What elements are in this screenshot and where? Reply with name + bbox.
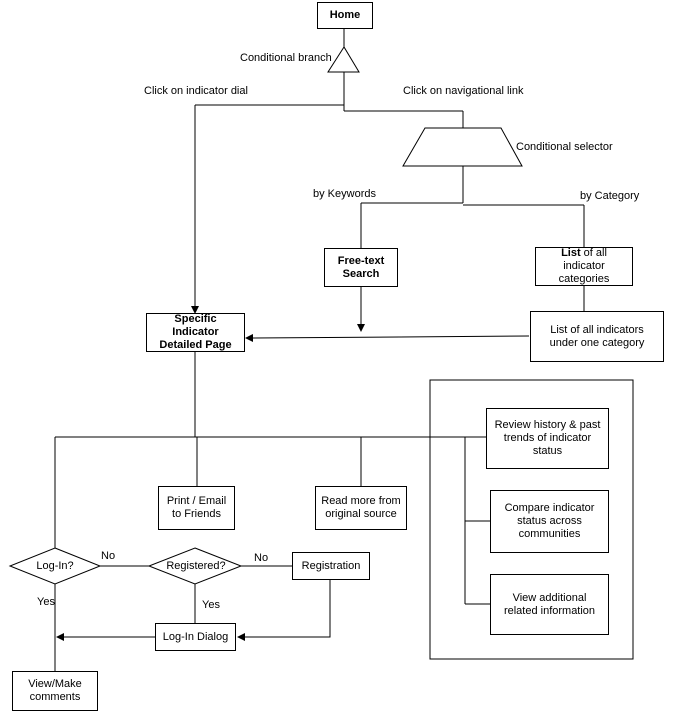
indicators-under-category-label: List of all indicators under one categor… [549, 323, 645, 349]
login-yes-label: Yes [37, 596, 55, 608]
compare-status-node[interactable]: Compare indicator status across communit… [490, 490, 609, 553]
category-list-label: List of all indicator categories [540, 247, 628, 286]
registered-decision-label: Registered? [166, 560, 226, 572]
registration-node[interactable]: Registration [292, 552, 370, 580]
click-navigational-link-label: Click on navigational link [403, 85, 524, 97]
view-additional-label: View additional related information [503, 591, 596, 617]
conditional-branch-label: Conditional branch [240, 52, 332, 64]
read-more-label: Read more from original source [321, 495, 401, 520]
free-text-search-node[interactable]: Free-text Search [324, 248, 398, 287]
print-email-node[interactable]: Print / Email to Friends [158, 486, 235, 530]
conditional-selector-label: Conditional selector [516, 141, 613, 153]
category-list-rest: of all indicator categories [558, 247, 610, 285]
login-dialog-node[interactable]: Log-In Dialog [155, 623, 236, 651]
view-make-comments-node[interactable]: View/Make comments [12, 671, 98, 711]
review-history-label: Review history & past trends of indicato… [494, 419, 601, 457]
read-more-node[interactable]: Read more from original source [315, 486, 407, 530]
conditional-branch-triangle [327, 46, 360, 73]
login-dialog-label: Log-In Dialog [162, 630, 229, 643]
print-email-label: Print / Email to Friends [166, 495, 227, 520]
connector-registration-to-dialog [237, 580, 331, 641]
related-actions-group [429, 379, 634, 660]
compare-status-label: Compare indicator status across communit… [504, 502, 595, 540]
indicators-under-category-node[interactable]: List of all indicators under one categor… [530, 311, 664, 362]
view-make-comments-label: View/Make comments [28, 678, 82, 703]
home-node[interactable]: Home [317, 2, 373, 29]
category-list-node[interactable]: List of all indicator categories [535, 247, 633, 286]
by-keywords-label: by Keywords [313, 188, 376, 200]
registered-no-label: No [254, 552, 269, 564]
specific-indicator-label: Specific Indicator Detailed Page [159, 313, 232, 351]
category-list-strong: List [561, 247, 581, 259]
login-no-label: No [101, 550, 116, 562]
view-additional-node[interactable]: View additional related information [490, 574, 609, 635]
home-label: Home [329, 9, 361, 21]
registration-label: Registration [301, 559, 361, 572]
conditional-selector-trapezoid [402, 127, 523, 167]
specific-indicator-node[interactable]: Specific Indicator Detailed Page [146, 313, 245, 352]
click-indicator-dial-label: Click on indicator dial [144, 85, 248, 97]
registered-yes-label: Yes [202, 599, 220, 611]
free-text-search-label: Free-text Search [337, 254, 385, 280]
by-category-label: by Category [580, 190, 640, 202]
login-decision-label: Log-In? [36, 560, 74, 572]
connector-list-to-specific [245, 333, 530, 342]
review-history-node[interactable]: Review history & past trends of indicato… [486, 408, 609, 469]
